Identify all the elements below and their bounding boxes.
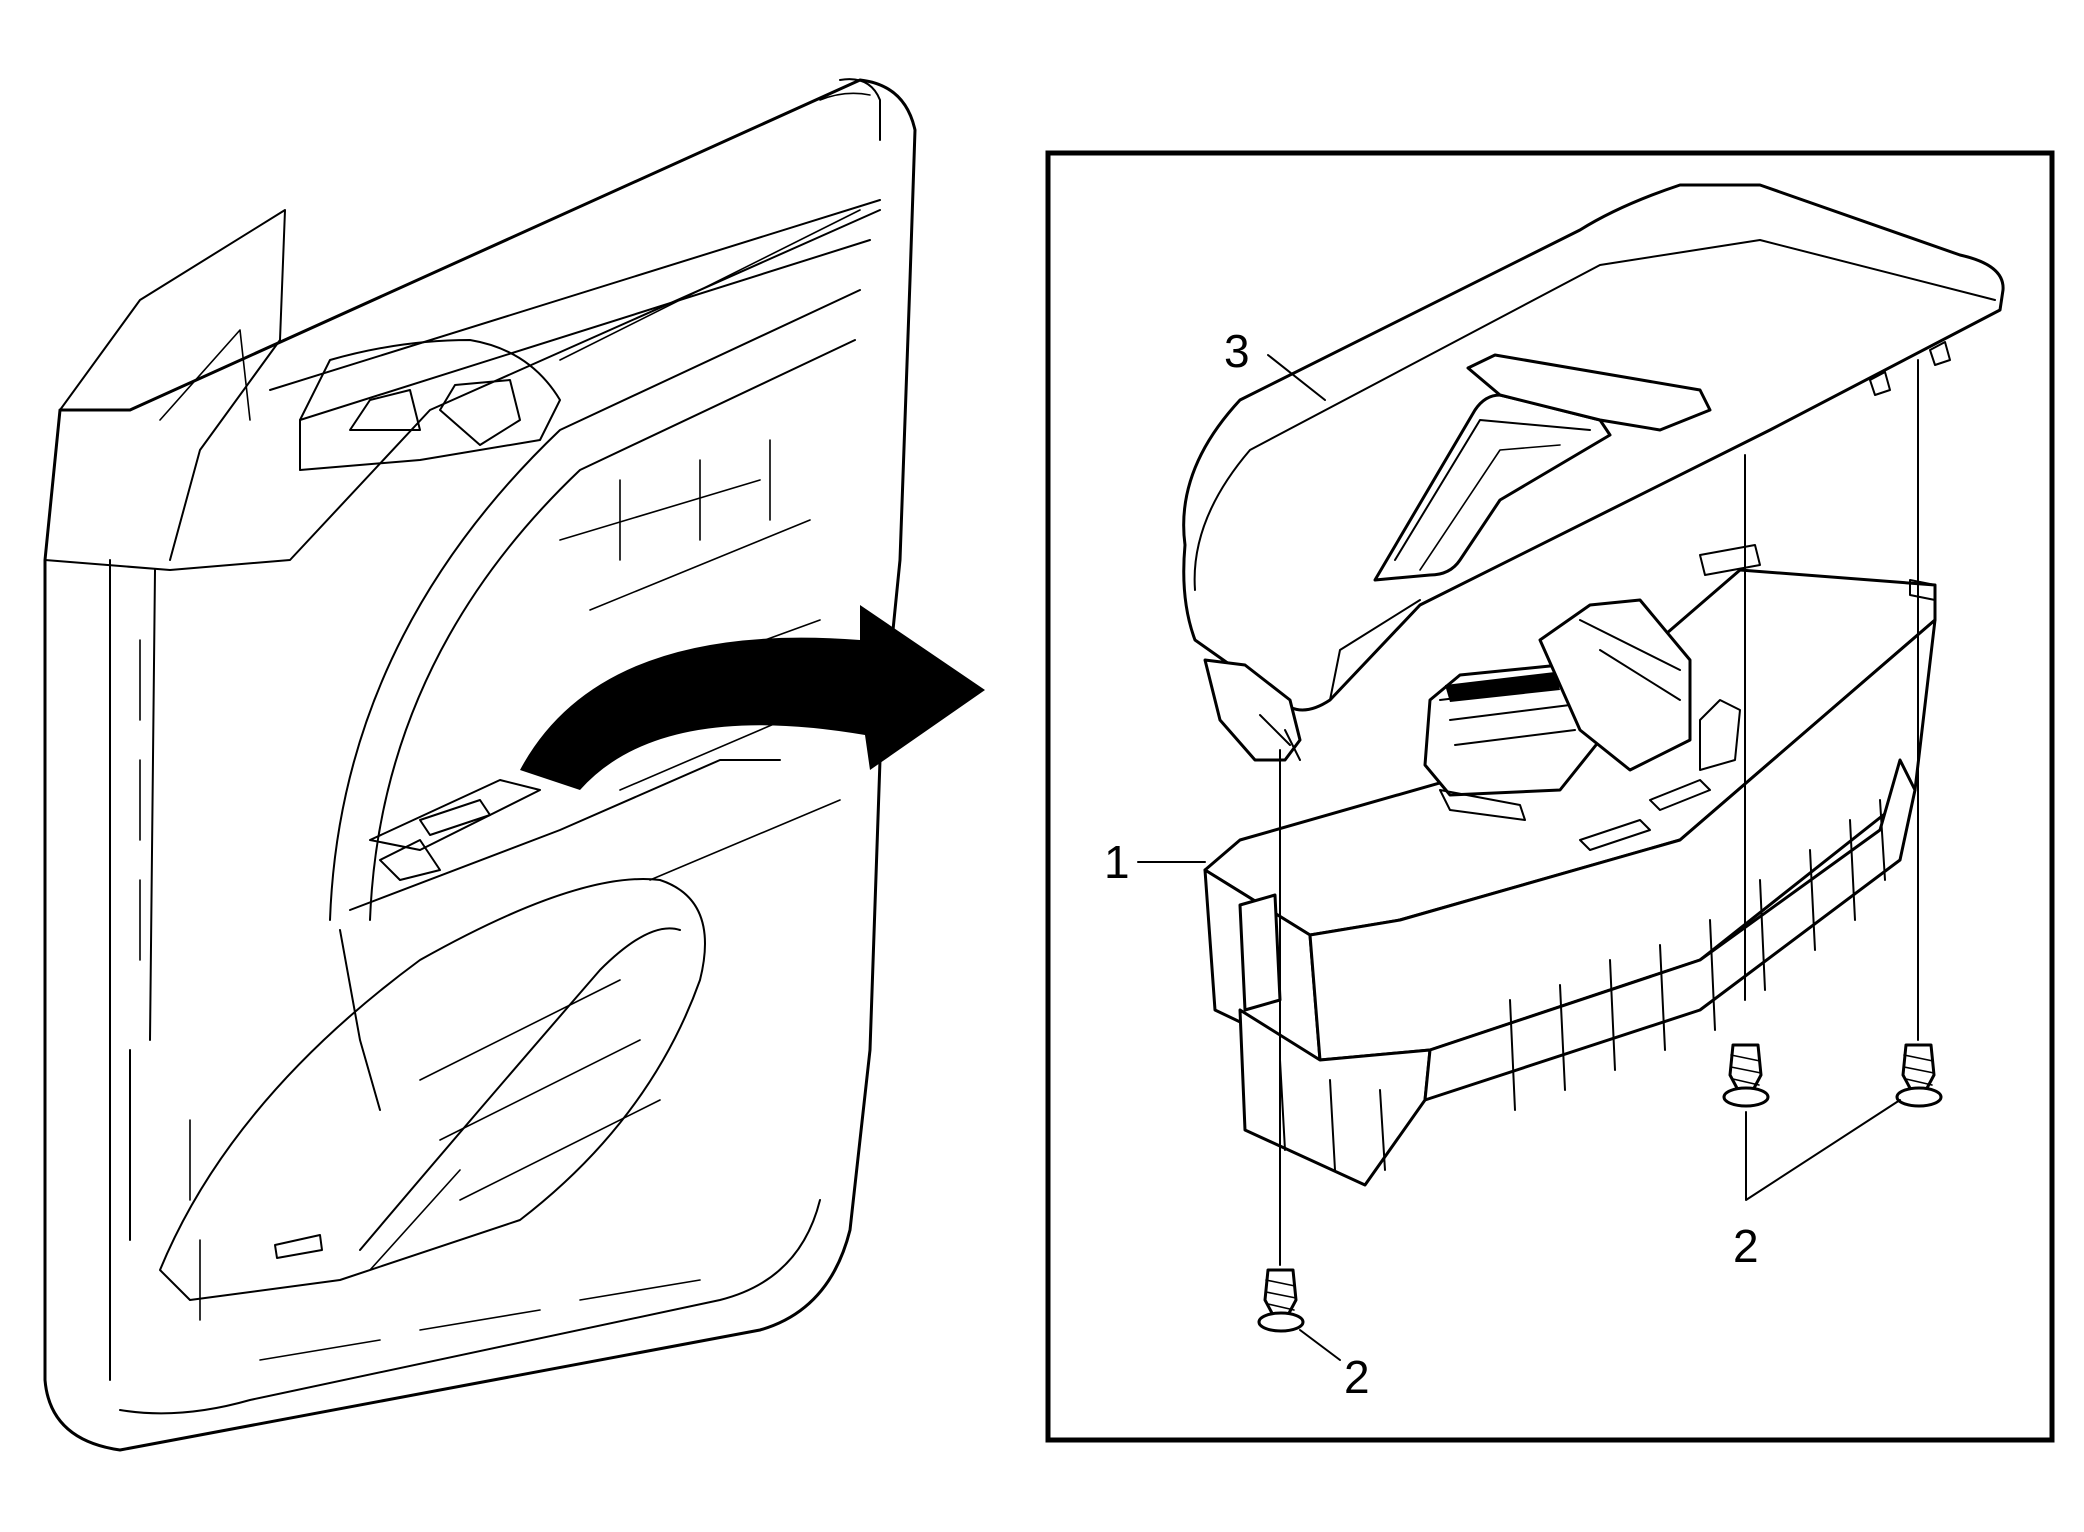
screw-right-a bbox=[1722, 1043, 1770, 1108]
window-switch-assembly bbox=[1203, 544, 1937, 1187]
alignment-lines bbox=[1279, 359, 1919, 1266]
removal-direction-arrow bbox=[520, 605, 985, 790]
switch-bezel bbox=[1182, 183, 2005, 762]
callout-1: 1 bbox=[1104, 836, 1130, 888]
screw-right-b bbox=[1895, 1043, 1943, 1108]
callout-3: 3 bbox=[1224, 325, 1250, 377]
screw-left bbox=[1257, 1268, 1305, 1333]
callout-2-right: 2 bbox=[1733, 1220, 1759, 1272]
door-trim-panel bbox=[43, 78, 917, 1452]
callout-leaders bbox=[1137, 354, 1901, 1361]
callout-2-left: 2 bbox=[1344, 1351, 1370, 1403]
